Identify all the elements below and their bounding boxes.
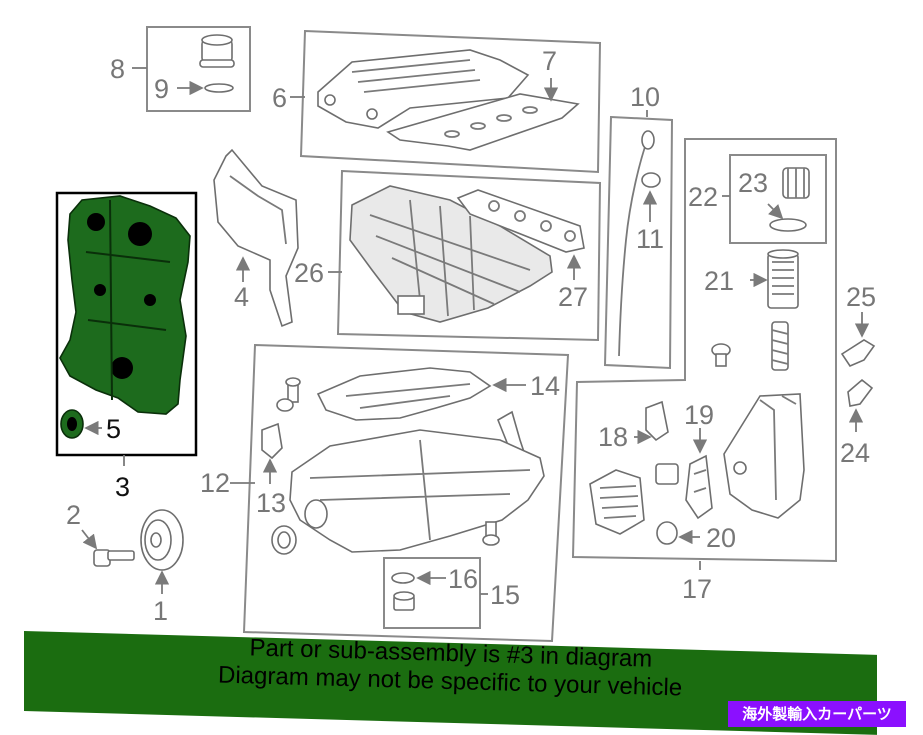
callout-16: 16 xyxy=(448,564,478,594)
callout-13: 13 xyxy=(256,488,286,518)
oil-filter xyxy=(767,249,799,309)
oil-cooler-fitting xyxy=(847,378,874,407)
callout-11: 11 xyxy=(636,224,664,254)
box-oil-pan xyxy=(242,343,570,643)
oil-pump-bolt xyxy=(276,377,301,412)
callout-27: 27 xyxy=(558,282,588,312)
drain-plug xyxy=(393,591,415,611)
oil-filter-plug xyxy=(711,343,731,367)
dipstick-o-ring xyxy=(641,172,661,188)
callout-24: 24 xyxy=(840,438,870,468)
oil-filter-housing xyxy=(723,393,805,519)
oil-cooler xyxy=(589,469,645,535)
engine-front-cover xyxy=(59,195,191,415)
callout-10: 10 xyxy=(630,82,660,112)
crankshaft-pulley-bolt xyxy=(93,549,135,567)
callout-2: 2 xyxy=(66,500,81,530)
oil-filter-cap-seal xyxy=(769,218,807,232)
timing-cover-gasket xyxy=(213,148,299,328)
valve-cover-gasket xyxy=(386,93,580,151)
callout-3: 3 xyxy=(115,472,130,502)
valve-cover xyxy=(317,49,530,129)
oil-level-sensor xyxy=(261,422,283,460)
oil-filter-housing-gasket xyxy=(685,454,713,520)
box-dipstick xyxy=(603,115,674,370)
callout-12: 12 xyxy=(200,468,230,498)
box-oil-filter-assembly xyxy=(571,138,837,563)
callout-19: 19 xyxy=(684,400,714,430)
oil-filter-cap xyxy=(782,167,810,199)
box-timing-cover-highlight xyxy=(55,191,198,457)
callout-1: 1 xyxy=(153,596,168,626)
oil-filter-housing-seal xyxy=(656,521,678,545)
callout-25: 25 xyxy=(846,282,876,312)
callout-21: 21 xyxy=(704,266,734,296)
box-valve-cover xyxy=(299,29,602,174)
callout-26: 26 xyxy=(294,258,324,288)
callout-18: 18 xyxy=(598,422,628,452)
drain-plug-washer xyxy=(391,572,415,584)
oil-pan xyxy=(289,429,545,553)
callout-17: 17 xyxy=(682,574,712,604)
crankshaft-front-seal xyxy=(60,409,84,439)
box-drain-plug xyxy=(383,557,481,629)
callout-8: 8 xyxy=(110,54,125,84)
callout-5: 5 xyxy=(106,414,121,444)
callout-7: 7 xyxy=(542,46,557,76)
seller-watermark: 海外製輸入カーパーツ xyxy=(728,701,906,727)
callout-6: 6 xyxy=(272,83,287,113)
oil-pan-seal xyxy=(271,525,297,555)
oil-cooler-bracket xyxy=(840,339,876,367)
box-intake-manifold xyxy=(336,169,602,342)
callout-20: 20 xyxy=(706,523,736,553)
box-oil-cap xyxy=(146,26,251,112)
callout-22: 22 xyxy=(688,182,718,212)
callout-14: 14 xyxy=(530,371,560,401)
callout-23: 23 xyxy=(738,168,768,198)
oil-dipstick xyxy=(618,130,655,357)
intake-manifold xyxy=(349,185,553,323)
oil-pan-bolt xyxy=(482,521,500,546)
oil-cooler-adapter xyxy=(655,463,679,485)
callout-15: 15 xyxy=(490,580,520,610)
callout-9: 9 xyxy=(154,74,169,104)
oil-filler-cap xyxy=(199,34,235,68)
callout-4: 4 xyxy=(234,282,249,312)
box-oil-filter-cap xyxy=(729,154,827,244)
crankshaft-pulley xyxy=(140,509,184,571)
oil-pan-baffle xyxy=(316,367,492,421)
oil-filter-element xyxy=(771,321,789,371)
oil-cap-seal xyxy=(204,83,234,93)
oil-cooler-gasket xyxy=(645,400,669,442)
intake-manifold-gasket xyxy=(456,189,585,253)
